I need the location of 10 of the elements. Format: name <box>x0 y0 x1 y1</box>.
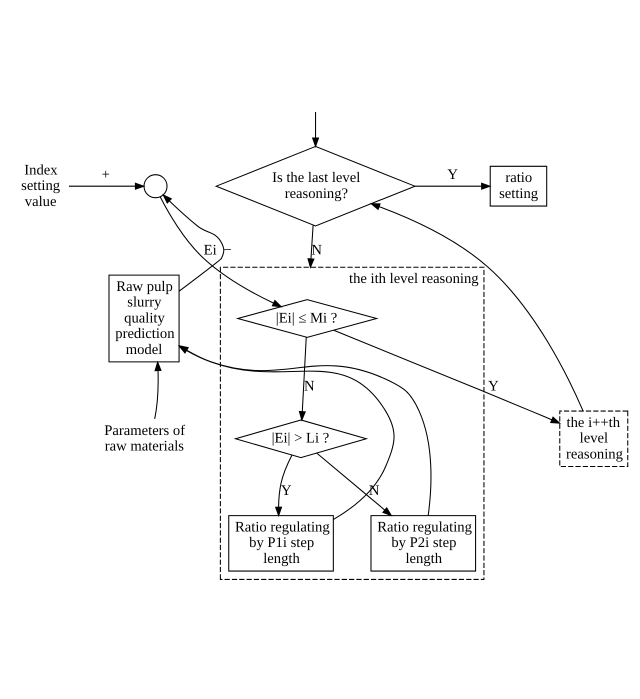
edge-label: − <box>224 242 232 258</box>
edge-label: Y <box>281 482 292 499</box>
node-text: Parameters of raw materials <box>104 422 186 454</box>
edge-label: Ei <box>204 242 217 258</box>
edge-label: N <box>304 378 315 394</box>
node-text: Index setting value <box>21 162 60 210</box>
edge-label: N <box>368 482 380 499</box>
edge-label: Y <box>488 378 499 394</box>
edge-label: + <box>102 167 110 184</box>
edge-label: Y <box>447 167 458 184</box>
